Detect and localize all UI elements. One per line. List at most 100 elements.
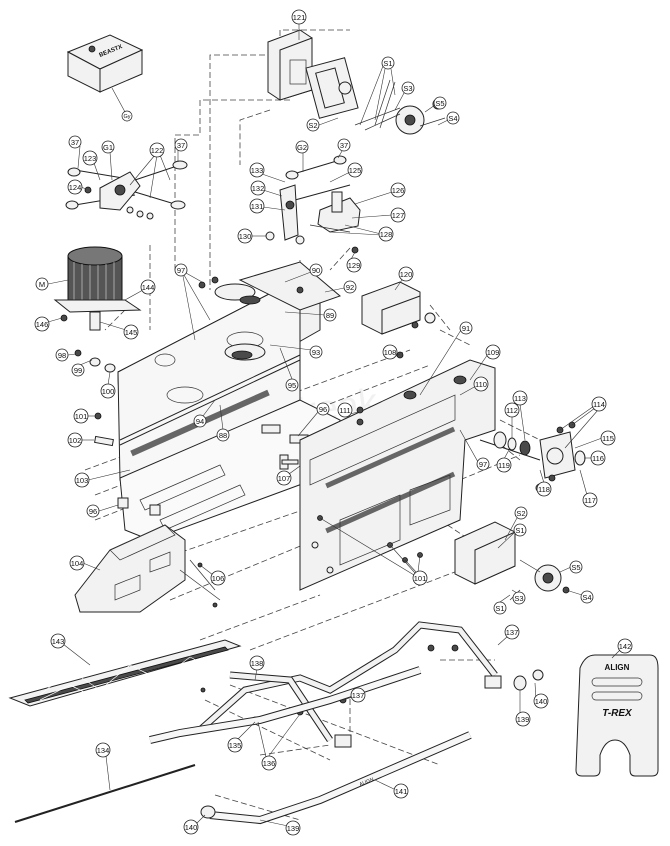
callout-circle	[261, 755, 277, 771]
callout-number: S5	[571, 563, 580, 572]
callout-circle	[250, 180, 266, 196]
callout-94: 94	[193, 414, 207, 428]
callout-circle	[34, 316, 50, 332]
callout-circle	[276, 470, 292, 486]
callout-121: 121	[291, 9, 307, 25]
callout-37: 37	[174, 138, 188, 152]
callout-number: 107	[278, 474, 291, 483]
callout-circle	[569, 560, 583, 574]
rudder-servo	[267, 29, 359, 119]
callout-circle	[140, 279, 156, 295]
callout-90: 90	[309, 263, 323, 277]
callout-number: 119	[498, 461, 510, 470]
callout-circle	[309, 345, 323, 359]
callout-number: 97	[177, 266, 185, 275]
callout-s5: S5	[433, 96, 447, 110]
callout-131: 131	[249, 198, 265, 214]
callout-number: 128	[380, 230, 393, 239]
front-skid-mount	[74, 524, 221, 613]
callout-number: 102	[69, 436, 82, 445]
callout-circle	[237, 228, 253, 244]
callout-s3: S3	[401, 81, 415, 95]
callout-number: 122	[151, 146, 164, 155]
callout-circle	[249, 162, 265, 178]
callout-circle	[100, 383, 116, 399]
callout-108: 108	[382, 344, 398, 360]
callout-number: 124	[69, 183, 82, 192]
callout-141: 141	[393, 783, 409, 799]
callout-number: S1	[495, 604, 504, 613]
callout-circle	[86, 504, 100, 518]
callout-126: 126	[390, 182, 406, 198]
callout-99: 99	[71, 363, 85, 377]
callout-circle	[512, 390, 528, 406]
callout-number: 117	[584, 496, 596, 505]
callout-number: 139	[517, 715, 530, 724]
callout-circle	[496, 457, 512, 473]
callout-circle	[582, 492, 598, 508]
callout-circle	[515, 711, 531, 727]
callout-number: 92	[346, 283, 354, 292]
callout-number: 116	[592, 454, 604, 463]
callout-number: 118	[538, 485, 550, 494]
callout-number: 37	[177, 141, 185, 150]
callout-circle	[73, 408, 89, 424]
callout-circle	[149, 142, 165, 158]
callout-number: 129	[348, 261, 361, 270]
callout-142: 142	[617, 638, 633, 654]
stand-tag: ALIGN T-REX	[575, 654, 659, 777]
callout-circle	[174, 138, 188, 152]
callout-circle	[401, 81, 415, 95]
callout-number: 89	[326, 311, 334, 320]
callout-97: 97	[476, 457, 490, 471]
callout-circle	[346, 257, 362, 273]
aileron-servo	[454, 521, 570, 601]
callout-number: S4	[448, 114, 457, 123]
battery-tray	[8, 639, 242, 707]
callout-circle	[504, 624, 520, 640]
landing-gear-strut	[197, 621, 502, 748]
callout-96: 96	[86, 504, 100, 518]
callout-circle	[101, 140, 115, 154]
callout-circle	[617, 638, 633, 654]
callout-106: 106	[210, 570, 226, 586]
callout-number: 141	[395, 787, 408, 796]
callout-number: 99	[74, 366, 82, 375]
callout-144: 144	[140, 279, 156, 295]
callout-number: 112	[506, 406, 518, 415]
callout-circle	[504, 402, 520, 418]
callout-number: 96	[89, 507, 97, 516]
callout-129: 129	[346, 257, 362, 273]
callout-number: 140	[535, 697, 548, 706]
callout-number: G2	[297, 143, 307, 152]
callout-circle	[316, 402, 330, 416]
antenna-rod	[14, 764, 196, 823]
callout-117: 117	[582, 492, 598, 508]
callout-circle	[390, 182, 406, 198]
callout-37: 37	[337, 138, 351, 152]
callout-number: 142	[619, 642, 632, 651]
callout-circle	[174, 263, 188, 277]
callout-circle	[446, 111, 460, 125]
callout-circle	[50, 633, 66, 649]
callout-circle	[398, 266, 414, 282]
gyro-unit: BEASTX Gy	[66, 34, 144, 122]
callout-102: 102	[67, 432, 83, 448]
callout-s1: S1	[381, 56, 395, 70]
callout-circle	[473, 376, 489, 392]
callout-circle	[350, 687, 366, 703]
callout-number: 109	[487, 348, 500, 357]
callout-circle	[590, 450, 606, 466]
callout-92: 92	[343, 280, 357, 294]
callout-number: S1	[515, 526, 524, 535]
callout-number: 110	[475, 380, 487, 389]
callout-91: 91	[459, 321, 473, 335]
callout-circle	[82, 150, 98, 166]
callout-circle	[513, 523, 527, 537]
callout-number: 97	[479, 460, 487, 469]
stand-tag-logo: T-REX	[602, 708, 633, 719]
brushless-motor	[53, 246, 142, 331]
callout-circle	[35, 277, 49, 291]
callout-number: 143	[52, 637, 65, 646]
